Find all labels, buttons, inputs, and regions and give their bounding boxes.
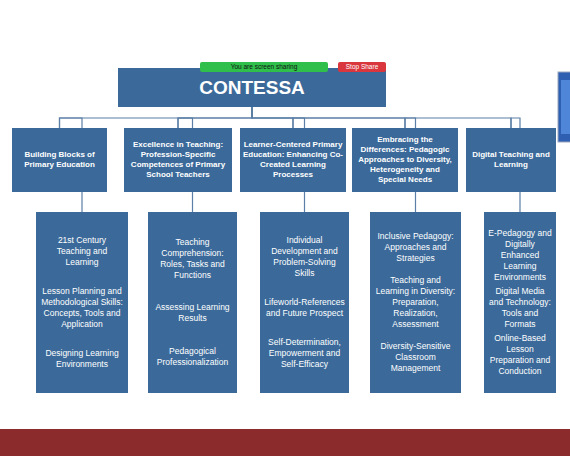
box-text: Learner-Centered Primary Education: Enha…: [243, 140, 343, 180]
title-text: CONTESSA: [199, 77, 305, 99]
side-thumbnail-inner: [561, 80, 570, 134]
box-text: Online-Based Lesson Preparation and Cond…: [488, 333, 552, 377]
side-thumbnail: [558, 72, 570, 142]
footer-band: [0, 429, 570, 456]
box-text: Diversity-Sensitive Classroom Management: [374, 341, 457, 374]
box-text: E-Pedagogy and Digitally Enhanced Learni…: [488, 228, 552, 283]
topic-list-box: E-Pedagogy and Digitally Enhanced Learni…: [484, 212, 556, 393]
stop-share-button: Stop Share: [338, 62, 386, 72]
module-header: Learner-Centered Primary Education: Enha…: [240, 128, 346, 192]
tree-connector: [252, 107, 511, 128]
box-text: 21st Century Teaching and Learning: [40, 235, 124, 268]
box-text: Pedagogical Professionalization: [152, 346, 233, 368]
box-text: Individual Development and Problem-Solvi…: [264, 235, 345, 279]
box-text: Teaching and Learning in Diversity: Prep…: [374, 275, 457, 330]
tree-connector: [60, 107, 253, 128]
topic-list-box: 21st Century Teaching and LearningLesson…: [36, 212, 128, 393]
module-header: Excellence in Teaching: Profession-Speci…: [124, 128, 232, 192]
module-header: Digital Teaching and Learning: [466, 128, 556, 192]
box-text: Building Blocks of Primary Education: [15, 150, 104, 170]
box-text: Digital Media and Technology: Tools and …: [488, 286, 552, 330]
module-header: Building Blocks of Primary Education: [12, 128, 107, 192]
screen-share-bar: You are screen sharing: [200, 62, 328, 72]
box-text: Designing Learning Environments: [40, 348, 124, 370]
box-text: Assessing Learning Results: [152, 302, 233, 324]
box-text: Excellence in Teaching: Profession-Speci…: [127, 140, 229, 180]
box-text: Lifeworld-References and Future Prospect: [264, 297, 345, 319]
box-text: Teaching Comprehension: Roles, Tasks and…: [152, 237, 233, 281]
topic-list-box: Individual Development and Problem-Solvi…: [260, 212, 349, 393]
topic-list-box: Inclusive Pedagogy: Approaches and Strat…: [370, 212, 461, 393]
box-text: Self-Determination, Empowerment and Self…: [264, 337, 345, 370]
box-text: Digital Teaching and Learning: [469, 150, 553, 170]
box-text: Lesson Planning and Methodological Skill…: [40, 286, 124, 330]
topic-list-box: Teaching Comprehension: Roles, Tasks and…: [148, 212, 237, 393]
module-header: Embracing the Differences: Pedagogic App…: [352, 128, 458, 192]
box-text: Inclusive Pedagogy: Approaches and Strat…: [374, 231, 457, 264]
box-text: Embracing the Differences: Pedagogic App…: [355, 135, 455, 185]
title-box: CONTESSA: [118, 68, 386, 107]
